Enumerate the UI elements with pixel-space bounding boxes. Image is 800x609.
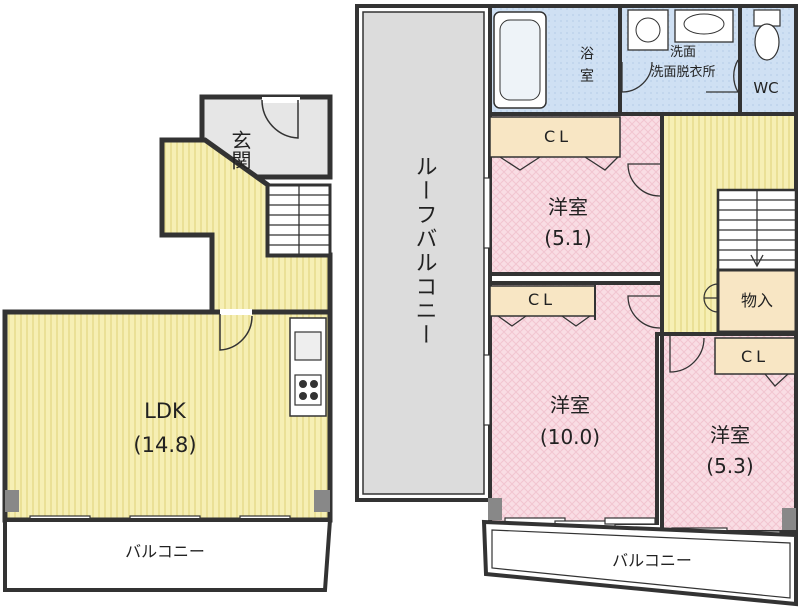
room2-closet-label: CL — [528, 290, 556, 309]
washer-icon — [627, 9, 669, 51]
right-unit: 浴室 洗面 洗面脱衣所 WC — [481, 4, 798, 607]
room2-door — [627, 295, 661, 329]
ldk-door — [219, 309, 253, 351]
staircase-right — [716, 188, 798, 272]
stove-icon — [294, 374, 322, 406]
pillar — [488, 498, 502, 520]
roof-balcony-label: ルーフバルコニー — [412, 155, 437, 347]
balcony-right — [481, 519, 798, 607]
washbasin-icon — [674, 9, 734, 43]
bath-door — [621, 61, 653, 93]
room1-name: 洋室 — [548, 195, 588, 219]
storage-door — [703, 283, 719, 313]
balcony-left-label: バルコニー — [125, 542, 205, 561]
genkan-door — [261, 97, 300, 139]
upper-hall-floor — [159, 137, 333, 315]
room1-closet-label: CL — [544, 127, 572, 146]
ldk-size: (14.8) — [133, 433, 196, 457]
room2-name: 洋室 — [550, 393, 590, 417]
room2-window — [483, 354, 491, 426]
genkan-label: 玄関 — [228, 130, 252, 170]
room2-closet — [489, 285, 596, 317]
room1-door — [627, 163, 661, 197]
bath-label: 浴室 — [578, 46, 594, 90]
room3-closet-label: CL — [741, 347, 769, 366]
room2-size: (10.0) — [540, 425, 600, 449]
room3-size: (5.3) — [706, 454, 753, 478]
balcony-right-label: バルコニー — [612, 551, 692, 570]
room1-closet — [489, 116, 621, 158]
left-unit: 玄関 LDK (14.8) — [2, 94, 333, 592]
pillar — [782, 508, 796, 530]
pillar — [5, 490, 19, 512]
storage-label: 物入 — [741, 291, 773, 310]
room1-size: (5.1) — [544, 226, 591, 250]
ldk-name: LDK — [144, 399, 187, 423]
room3-name: 洋室 — [710, 423, 750, 447]
sink-icon — [294, 331, 322, 361]
kitchen-counter — [289, 317, 327, 417]
washroom-label: 洗面脱衣所 — [650, 64, 715, 80]
roof-balcony: ルーフバルコニー — [355, 4, 492, 502]
wc-door — [706, 59, 740, 93]
balcony-left — [3, 518, 333, 592]
room3-door — [669, 336, 705, 373]
wc-label: WC — [753, 79, 778, 97]
room1-window — [483, 177, 491, 249]
ldk-floor — [2, 309, 333, 523]
pillar — [314, 490, 330, 512]
storage-area — [716, 268, 798, 334]
washroom-label-1: 洗面 — [670, 45, 696, 60]
room3-closet — [714, 337, 796, 375]
staircase-left — [266, 183, 332, 257]
